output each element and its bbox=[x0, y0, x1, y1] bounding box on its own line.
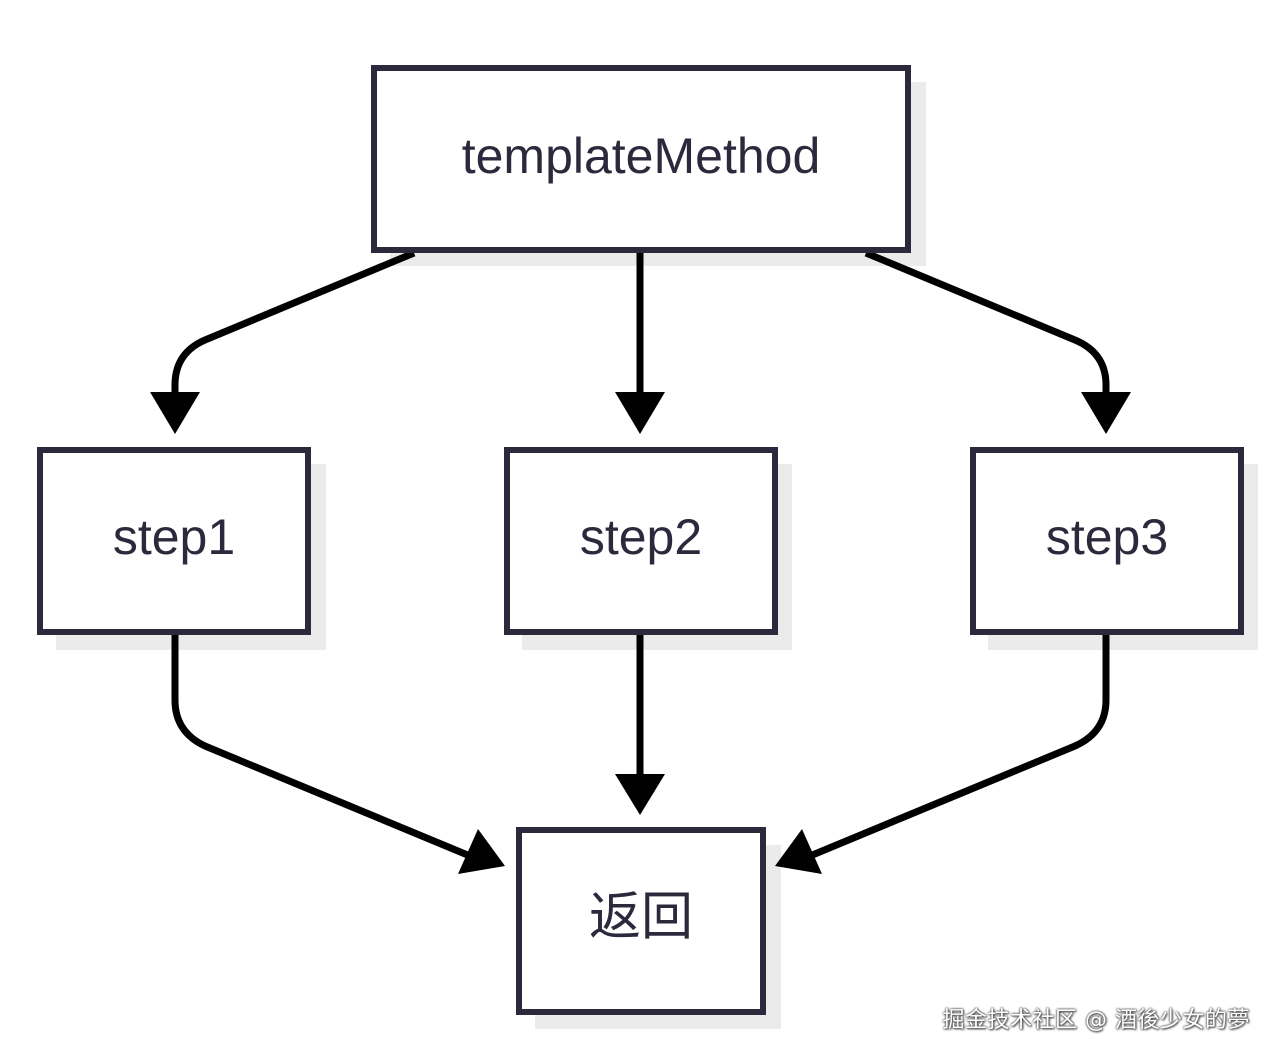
edge-template-to-step3 bbox=[864, 249, 1110, 393]
node-step2: step2 bbox=[504, 447, 778, 635]
step3-label: step3 bbox=[1046, 509, 1168, 565]
step1-label: step1 bbox=[113, 509, 235, 565]
arrow-step3 bbox=[1081, 392, 1131, 434]
edge-step1-to-return bbox=[171, 633, 472, 860]
arrow-return-left bbox=[458, 829, 505, 874]
template-method-box bbox=[371, 65, 911, 253]
template-method-label: templateMethod bbox=[462, 128, 821, 184]
edges bbox=[150, 249, 1131, 874]
arrow-step1 bbox=[150, 392, 200, 434]
step1-box bbox=[37, 447, 311, 635]
arrow-return-right bbox=[775, 829, 822, 874]
edge-template-to-step1 bbox=[171, 249, 416, 393]
node-step3: step3 bbox=[970, 447, 1244, 635]
arrow-step2 bbox=[615, 392, 665, 434]
step3-box bbox=[970, 447, 1244, 635]
arrow-return-center bbox=[615, 774, 665, 815]
step2-box bbox=[504, 447, 778, 635]
edge-step3-to-return bbox=[808, 633, 1110, 860]
node-step1: step1 bbox=[37, 447, 311, 635]
node-return: 返回 bbox=[516, 827, 766, 1015]
step2-label: step2 bbox=[580, 509, 702, 565]
node-template-method: templateMethod bbox=[371, 65, 911, 253]
watermark-text: 掘金技术社区 @ 酒後少女的夢 bbox=[942, 1008, 1250, 1033]
return-box bbox=[516, 827, 766, 1015]
return-label: 返回 bbox=[589, 889, 693, 947]
